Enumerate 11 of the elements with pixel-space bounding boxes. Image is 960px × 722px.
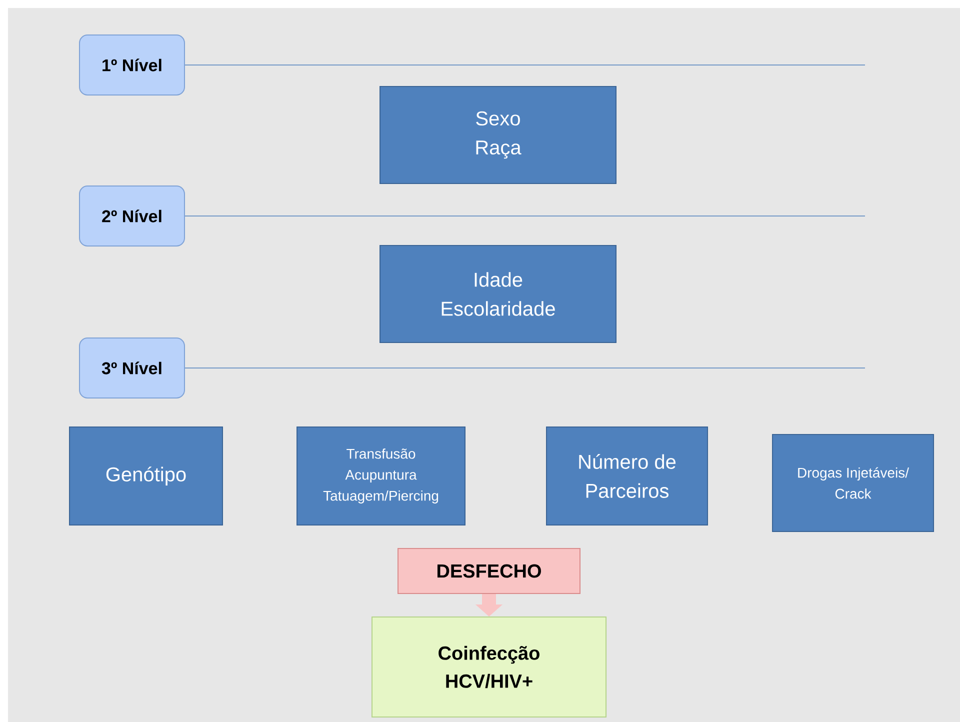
factor-box: Sexo Raça	[380, 86, 616, 184]
factor-box: Drogas Injetáveis/ Crack	[772, 434, 934, 532]
outcome-box: Coinfecção HCV/HIV+	[372, 616, 606, 718]
level-badge: 3º Nível	[79, 338, 185, 398]
factor-box: Transfusão Acupuntura Tatuagem/Piercing	[296, 426, 466, 526]
factor-box: Genótipo	[69, 426, 223, 526]
outcome-label-box: DESFECHO	[398, 548, 580, 594]
level-badge: 2º Nível	[79, 186, 185, 246]
factor-box: Idade Escolaridade	[380, 245, 616, 343]
level-badge: 1º Nível	[79, 34, 185, 96]
factor-box: Número de Parceiros	[546, 426, 708, 526]
